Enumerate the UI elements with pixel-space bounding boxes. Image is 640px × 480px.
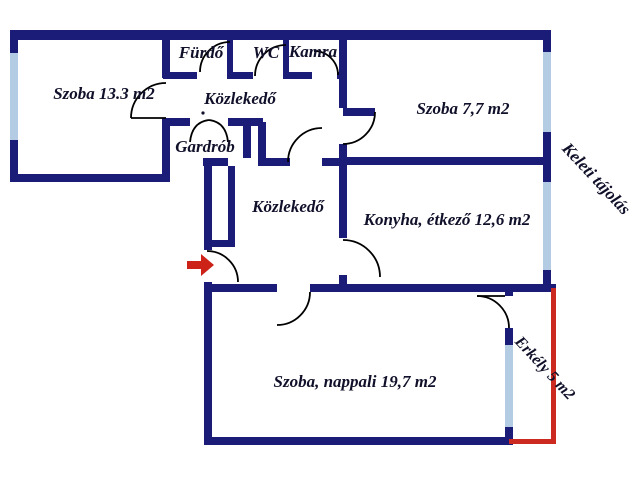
room-label-kozlekedo-upper: Közlekedő [203, 89, 277, 108]
wall [505, 328, 513, 345]
windows [10, 52, 551, 427]
room-label-furdo: Fürdő [178, 43, 225, 62]
door-arc [199, 41, 231, 73]
wall [339, 30, 347, 108]
window-glass [10, 53, 18, 140]
wall [203, 158, 228, 166]
wall [505, 427, 513, 445]
wall [243, 118, 251, 158]
window-glass [505, 345, 513, 427]
balcony-railing [509, 439, 556, 444]
wall [283, 72, 312, 79]
wall [258, 122, 266, 162]
room-label-nappali: Szoba, nappali 19,7 m2 [274, 372, 437, 391]
room-label-szoba-77: Szoba 7,7 m2 [416, 99, 510, 118]
wall [228, 166, 235, 247]
wall [204, 158, 212, 250]
balcony-outline [509, 288, 556, 444]
window-glass [543, 182, 551, 270]
door-arc [130, 82, 167, 119]
wall [339, 144, 347, 238]
wall [163, 72, 197, 79]
room-label-gardrob: Gardrób [175, 137, 235, 156]
door-leaf [343, 108, 375, 116]
room-label-szoba-13: Szoba 13.3 m2 [53, 84, 155, 103]
room-label-kozlekedo-lower: Közlekedő [251, 197, 325, 216]
dot-mark [201, 111, 205, 115]
wall [322, 158, 347, 166]
door-arc [342, 111, 376, 145]
wall [10, 174, 170, 182]
door-arc [276, 291, 311, 326]
wall [162, 118, 170, 174]
window-glass [543, 52, 551, 132]
wall [10, 30, 551, 40]
door-arc [206, 250, 239, 283]
room-label-kamra: Kamra [288, 42, 338, 61]
wall [258, 158, 290, 166]
wall [283, 40, 289, 79]
room-label-wc: WC [253, 43, 280, 62]
door-arc [287, 127, 323, 163]
room-label-erkely: Erkély 5 m2 [510, 333, 578, 404]
wall [211, 240, 235, 247]
wall [339, 275, 347, 292]
balcony-railing [551, 288, 556, 444]
doors [130, 41, 510, 329]
wall [204, 282, 212, 445]
wall [204, 437, 513, 445]
door-arc [476, 295, 510, 329]
door-arc [313, 50, 339, 76]
wall [227, 40, 233, 79]
room-label-konyha: Konyha, étkező 12,6 m2 [363, 210, 531, 229]
wall [505, 284, 513, 296]
wall [227, 72, 253, 79]
wall [204, 284, 277, 292]
door-arc [189, 119, 229, 143]
walls [10, 30, 556, 445]
wall [165, 118, 190, 126]
orientation-label: Keleti tájolás [558, 138, 635, 219]
wall [347, 157, 551, 165]
wall [310, 284, 556, 292]
wall [162, 30, 170, 78]
door-arc [254, 44, 287, 77]
entrance-arrow-icon [187, 254, 214, 276]
door-arc [342, 239, 381, 278]
